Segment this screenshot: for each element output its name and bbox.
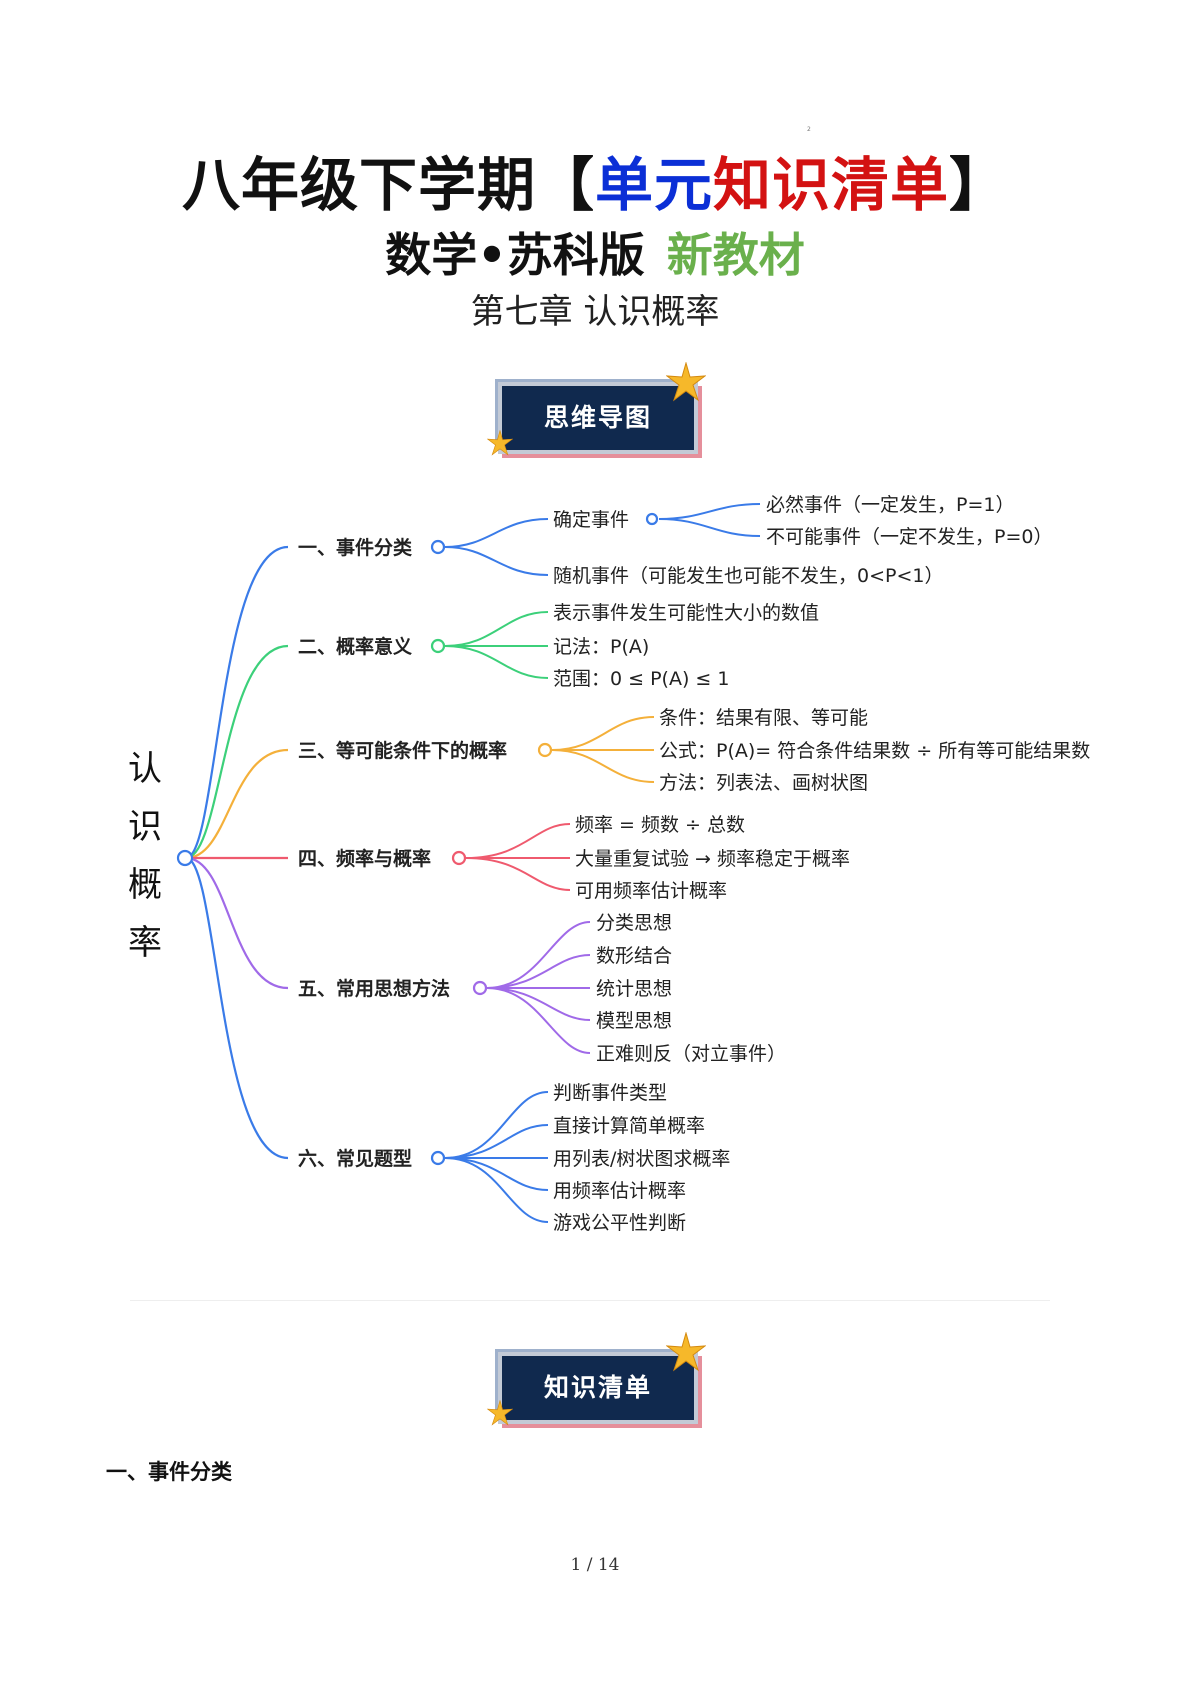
connector-root-branch-5 [185, 856, 289, 990]
connector-b3-c3 [551, 749, 655, 783]
root-char-4: 率 [128, 923, 162, 963]
connector-b1-c2 [444, 546, 549, 576]
connector-b6-c5 [444, 1157, 549, 1223]
leaf-label: 可用频率估计概率 [575, 880, 727, 902]
branch-label: 四、频率与概率 [298, 847, 431, 870]
connector-b1-c1 [444, 518, 549, 548]
connector-root-branch-6 [185, 856, 289, 1160]
root-char-3: 概 [128, 865, 162, 905]
star-icon [487, 430, 513, 456]
connector-b1c1-g1 [658, 503, 761, 520]
branch-5-node-circle [472, 980, 488, 996]
leaf-label: 用频率估计概率 [553, 1180, 686, 1202]
root-char-2: 识 [128, 807, 162, 847]
branch-4-node-circle [451, 850, 467, 866]
leaf-label: 记法：P(A) [553, 636, 649, 658]
subtitle-main: 数学•苏科版 [385, 228, 645, 282]
star-icon [487, 1400, 513, 1426]
title-suffix: 】 [949, 151, 1009, 219]
connector-b1c1-g2 [658, 518, 761, 537]
subtitle-green: 新教材 [666, 228, 805, 282]
connector-b5-c4 [486, 987, 591, 1021]
title-blue-part: 单元 [594, 151, 713, 219]
branch-label: 三、等可能条件下的概率 [298, 739, 507, 762]
chapter-title: 第七章 认识概率 [470, 292, 720, 332]
title-red-part: 知识清单 [713, 151, 950, 219]
leaf-label: 确定事件 [553, 509, 629, 531]
leaf-label: 用列表/树状图求概率 [553, 1148, 730, 1170]
leaf-label: 条件：结果有限、等可能 [659, 707, 868, 729]
star-icon [666, 362, 706, 402]
branch-3-node-circle [537, 742, 553, 758]
connector-b5-c1 [486, 921, 591, 989]
leaf-label: 游戏公平性判断 [553, 1212, 686, 1234]
connector-b5-c2 [486, 954, 591, 989]
root-node-circle [176, 849, 194, 867]
branch-1-node-circle [430, 539, 446, 555]
knowledge-banner: 知识清单 [498, 1352, 698, 1424]
leaf-label: 表示事件发生可能性大小的数值 [553, 602, 819, 624]
connector-b5-c5 [486, 987, 591, 1054]
leaf-label: 正难则反（对立事件） [596, 1043, 786, 1065]
mind-map: 认 识 概 率 一、事件分类 二、概率意义 三、等可能条件下的概率 四、频率与概… [128, 494, 1090, 1234]
branch-label: 五、常用思想方法 [298, 977, 450, 1000]
connector-root-branch-3 [185, 748, 289, 860]
star-icon [666, 1332, 706, 1372]
leaf-label: 直接计算简单概率 [553, 1115, 705, 1137]
branch-1-sub-node-circle [645, 512, 659, 526]
connector-b6-c2 [444, 1124, 549, 1159]
mindmap-banner: 思维导图 [498, 382, 698, 454]
branch-label: 六、常见题型 [298, 1147, 412, 1170]
leaf-label: 范围：0 ≤ P(A) ≤ 1 [553, 668, 729, 690]
branch-label: 二、概率意义 [298, 635, 412, 658]
divider [130, 1300, 1050, 1301]
connector-b6-c1 [444, 1091, 549, 1159]
leaf-label: 方法：列表法、画树状图 [659, 772, 868, 794]
leaf-label: 数形结合 [596, 945, 672, 967]
leaf-label: 随机事件（可能发生也可能不发生，0<P<1） [553, 565, 943, 587]
section-heading: 一、事件分类 [106, 1460, 232, 1484]
root-char-1: 认 [128, 749, 162, 789]
connector-b4-c1 [465, 823, 571, 859]
leaf-label: 模型思想 [596, 1010, 672, 1032]
connector-b2-c3 [444, 645, 549, 679]
leaf-label: 必然事件（一定发生，P=1） [766, 494, 1014, 516]
connector-b4-c3 [465, 857, 571, 891]
connector-b6-c4 [444, 1157, 549, 1191]
branch-2-node-circle [430, 638, 446, 654]
leaf-label: 公式：P(A)= 符合条件结果数 ÷ 所有等可能结果数 [659, 740, 1090, 762]
page-number: 1 / 14 [570, 1555, 620, 1575]
page-corner-mark: 2 [807, 126, 811, 133]
connector-root-branch-1 [185, 545, 289, 860]
leaf-label: 分类思想 [596, 912, 672, 934]
leaf-label: 统计思想 [596, 978, 672, 1000]
knowledge-banner-label: 知识清单 [543, 1373, 652, 1402]
leaf-label: 不可能事件（一定不发生，P=0） [766, 526, 1052, 548]
branch-6-node-circle [430, 1150, 446, 1166]
leaf-label: 大量重复试验 → 频率稳定于概率 [575, 848, 850, 870]
leaf-label: 判断事件类型 [553, 1082, 667, 1104]
document-subtitle: 数学•苏科版新教材 [0, 225, 1190, 285]
leaf-label: 频率 = 频数 ÷ 总数 [575, 814, 745, 836]
document-title: 八年级下学期【单元知识清单】 [0, 150, 1190, 220]
connector-b3-c1 [551, 716, 655, 751]
connector-b2-c1 [444, 611, 549, 647]
branch-label: 一、事件分类 [298, 536, 412, 559]
title-prefix: 八年级下学期【 [181, 151, 595, 219]
connector-root-branch-2 [185, 644, 289, 860]
mindmap-banner-label: 思维导图 [543, 403, 652, 432]
